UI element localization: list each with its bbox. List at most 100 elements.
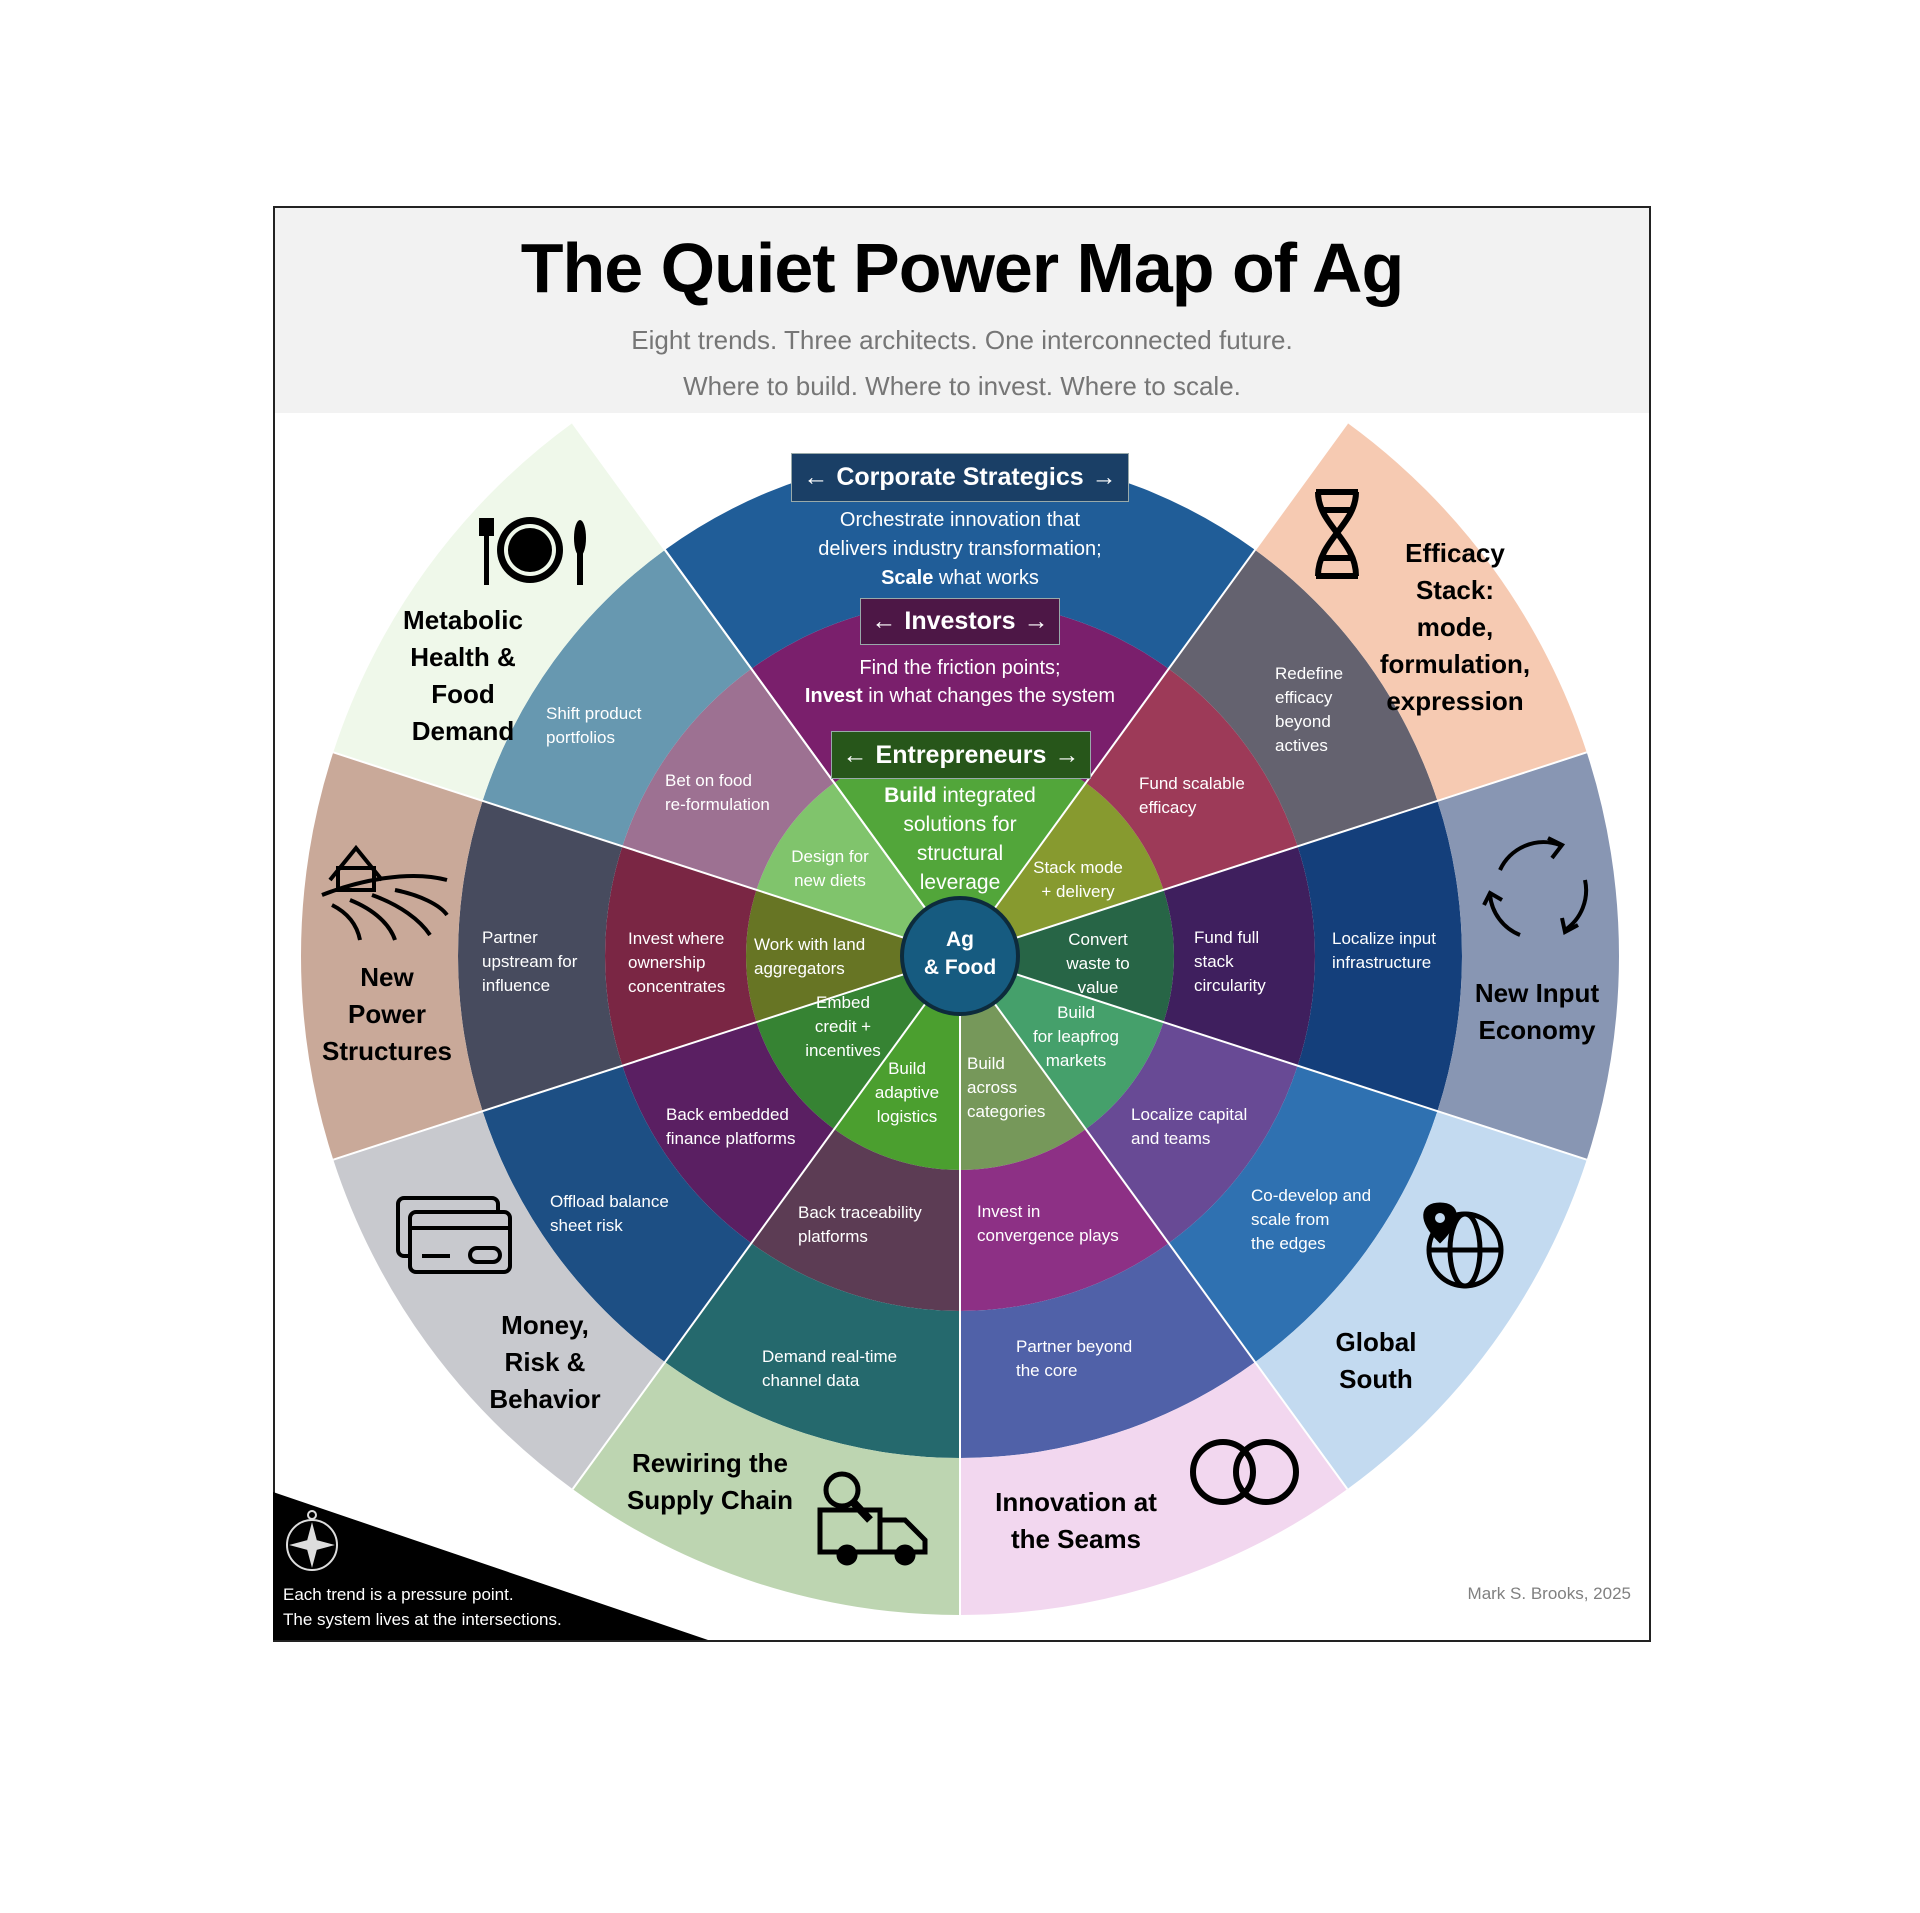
desc-rest: integrated [936, 784, 1036, 807]
efficacy-entrepreneurs-label: Stack mode + delivery [1033, 858, 1123, 901]
sector-divider [571, 422, 927, 910]
new-input-entrepreneurs-label: Convert waste to value [1066, 930, 1130, 997]
interlocking-rings-icon [1190, 1439, 1299, 1505]
footnote-line: Each trend is a pressure point. [283, 1585, 514, 1604]
desc-bold: Scale [881, 567, 934, 589]
footnote: Each trend is a pressure point. The syst… [283, 1582, 562, 1632]
corporate-segment [1168, 549, 1438, 847]
subtitle: Where to build. Where to invest. Where t… [683, 371, 1241, 401]
plate-cutlery-icon [479, 517, 586, 585]
metabolic-investors-label: Bet on food re-formulation [665, 771, 770, 814]
corporate-top-segment [664, 454, 1256, 669]
corporate-segment [1168, 1065, 1438, 1363]
investors-description: Find the friction points; Invest in what… [805, 654, 1115, 710]
footnote-line: The system lives at the intersections. [283, 1610, 562, 1629]
desc-line: solutions for [903, 813, 1017, 836]
investors-segment [751, 1129, 960, 1311]
desc-rest: in what changes the system [862, 685, 1116, 707]
truck-search-icon [817, 1471, 928, 1566]
desc-line: structural [916, 842, 1004, 865]
trend-segment [301, 752, 483, 1160]
entrepreneurs-label: Entrepreneurs [875, 740, 1047, 769]
entrepreneurs-segment [994, 973, 1164, 1130]
entrepreneurs-segment [834, 1002, 960, 1170]
credit-cards-icon [396, 1196, 512, 1274]
sector-divider [571, 1002, 927, 1490]
center-label: Ag & Food [923, 928, 997, 979]
arrow-left-icon: ← [803, 463, 829, 491]
corporate-description: Orchestrate innovation that delivers ind… [818, 506, 1101, 593]
sector-divider [332, 972, 906, 1161]
entrepreneurs-top-segment [834, 742, 1086, 910]
trend-segment [1255, 1111, 1587, 1490]
corporate-segment [458, 800, 623, 1112]
compass-icon [286, 1510, 338, 1571]
corporate-strategics-header: ← Corporate Strategics → [791, 453, 1129, 502]
entrepreneurs-description: Build integrated solutions for structura… [884, 781, 1036, 897]
entrepreneurs-segment [756, 973, 926, 1130]
entrepreneurs-header: ← Entrepreneurs → [831, 731, 1091, 779]
investors-segment [960, 1129, 1169, 1311]
supply-chain-investors-label: Back traceability platforms [798, 1203, 922, 1246]
metabolic-entrepreneurs-label: Design for new diets [791, 847, 869, 890]
trend-new-input-economy: New Input Economy [1474, 978, 1600, 1045]
entrepreneurs-segment [960, 1002, 1086, 1170]
desc-line: Orchestrate innovation that [839, 509, 1081, 531]
trend-innovation-seams: Innovation at the Seams [995, 1487, 1157, 1554]
innovation-investors-label: Invest in convergence plays [977, 1202, 1119, 1245]
center-hub [900, 896, 1020, 1016]
investors-segment [1163, 846, 1316, 1066]
arrow-left-icon: ← [842, 740, 868, 769]
investors-label: Investors [904, 607, 1016, 635]
header: The Quiet Power Map of Ag Eight trends. … [275, 208, 1649, 413]
desc-line: Scale what works [818, 564, 1101, 593]
arrow-right-icon: → [1054, 740, 1080, 769]
metabolic-corporate-label: Shift product portfolios [546, 704, 642, 747]
trend-segment [333, 422, 665, 801]
money-entrepreneurs-label: Embed credit + incentives [805, 993, 881, 1060]
efficacy-corporate-label: Redefine efficacy beyond actives [1275, 664, 1344, 755]
power-corporate-label: Partner upstream for influence [482, 928, 578, 995]
sector-divider [1014, 972, 1588, 1161]
supply-chain-entrepreneurs-label: Build adaptive logistics [874, 1059, 940, 1126]
desc-line: Build integrated [884, 781, 1036, 810]
corporate-segment [664, 1243, 960, 1458]
corporate-segment [482, 549, 752, 847]
trend-segment [1255, 422, 1587, 801]
trend-rewiring-supply-chain: Rewiring the Supply Chain [626, 1448, 794, 1515]
innovation-corporate-label: Partner beyond the core [1016, 1337, 1133, 1380]
investors-segment [622, 668, 835, 890]
desc-line: leverage [919, 871, 1001, 894]
investors-segment [622, 1022, 835, 1244]
corporate-segment [482, 1065, 752, 1363]
supply-chain-corporate-label: Demand real-time channel data [762, 1347, 898, 1390]
arrow-left-icon: ← [871, 607, 897, 635]
globe-pin-icon [1423, 1202, 1504, 1289]
new-input-investors-label: Fund full stack circularity [1194, 928, 1266, 995]
recycle-icon [1482, 836, 1589, 937]
desc-bold: Invest [804, 685, 863, 707]
entrepreneurs-segment [994, 782, 1164, 939]
sector-divider [993, 422, 1349, 910]
entrepreneurs-segment [756, 782, 926, 939]
corporate-segment [960, 1243, 1256, 1458]
innovation-entrepreneurs-label: Build across categories [967, 1054, 1046, 1121]
global-south-investors-label: Localize capital and teams [1131, 1105, 1248, 1148]
sector-divider [332, 751, 906, 940]
sector-divider [1014, 751, 1588, 940]
trend-money-risk-behavior: Money, Risk & Behavior [489, 1310, 601, 1414]
trend-efficacy-stack: Efficacy Stack: mode, formulation, expre… [1379, 538, 1531, 716]
trend-segment [1437, 752, 1619, 1160]
trend-new-power-structures: New Power Structures [321, 962, 453, 1066]
power-entrepreneurs-label: Work with land aggregators [754, 935, 866, 978]
footer-triangle [273, 1492, 708, 1640]
page-title: The Quiet Power Map of Ag [520, 229, 1404, 307]
arrow-right-icon: → [1023, 607, 1049, 635]
global-south-entrepreneurs-label: Build for leapfrog markets [1033, 1003, 1119, 1070]
desc-rest: what works [933, 567, 1039, 589]
entrepreneurs-segment [1015, 889, 1175, 1023]
desc-bold: Build [884, 784, 937, 807]
corporate-label: Corporate Strategics [836, 463, 1084, 491]
sector-divider [993, 1002, 1349, 1490]
